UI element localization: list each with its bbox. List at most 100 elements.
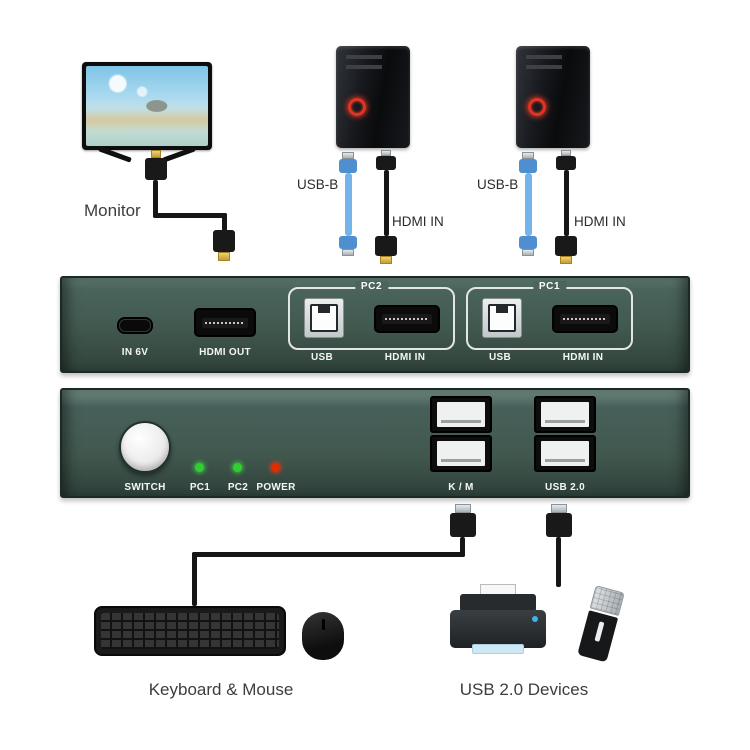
usb-plug-tip — [455, 504, 471, 513]
pc1-hdmi-in-label: HDMI IN — [562, 352, 604, 363]
usb-devices-caption: USB 2.0 Devices — [459, 680, 589, 699]
usb20-cable-segment — [556, 537, 561, 587]
hdmi-out-label: HDMI OUT — [199, 347, 251, 358]
pc2-usb-b-port — [304, 298, 344, 338]
monitor-illustration — [82, 62, 212, 150]
usb-plug-body — [519, 159, 537, 173]
km-usb-port-2 — [430, 435, 492, 472]
monitor-cable-segment — [153, 180, 158, 218]
usb-b-plug-top — [519, 152, 537, 173]
usb-b-cable — [525, 173, 532, 236]
printer-output-paper — [472, 644, 524, 654]
printer-illustration — [450, 584, 546, 656]
pc2-led — [233, 463, 242, 472]
dc-in-label: IN 6V — [121, 347, 149, 358]
hdmi-cable-label: HDMI IN — [574, 214, 626, 229]
usb20-port-2 — [534, 435, 596, 472]
usb-b-cable-label: USB-B — [477, 177, 519, 192]
pc2-hdmi-in-port — [374, 305, 440, 333]
keyboard-illustration — [94, 606, 286, 656]
dc-in-port — [117, 317, 153, 334]
pc2-group-title: PC2 — [354, 281, 389, 292]
monitor-cable-segment — [153, 213, 227, 218]
hdmi-plug-body — [213, 230, 235, 252]
usb-b-plug-bottom — [339, 236, 357, 256]
hdmi-plug-body — [375, 236, 397, 256]
usb-plug-tip — [522, 152, 534, 159]
kvm-front-panel: SWITCH PC1 PC2 POWER K / M USB 2.0 — [60, 388, 690, 498]
power-led — [271, 463, 280, 472]
hdmi-plug-tip — [561, 150, 571, 156]
pc2-port-group: PC2 — [288, 281, 455, 350]
usb20-port-1 — [534, 396, 596, 433]
pc1-group-title: PC1 — [532, 281, 567, 292]
usb-plug-body — [546, 513, 572, 537]
pc2-hdmi-in-label: HDMI IN — [384, 352, 426, 363]
usb-plug-tip — [551, 504, 567, 513]
pc2-led-label: PC2 — [227, 482, 249, 493]
hdmi-plug-tip — [380, 256, 392, 264]
pc-tower-left — [336, 46, 410, 148]
hdmi-plug-body — [376, 156, 396, 170]
hdmi-plug-tip — [218, 252, 230, 261]
hdmi-plug-body — [145, 158, 167, 180]
hdmi-plug-tip — [560, 256, 572, 264]
pc1-port-group: PC1 — [466, 281, 633, 350]
pc1-usb-label: USB — [488, 352, 511, 363]
pc2-usb-label: USB — [310, 352, 333, 363]
pc1-led — [195, 463, 204, 472]
hdmi-plug-top — [376, 150, 396, 170]
usb-plug-tip — [342, 249, 354, 256]
hdmi-out-port — [194, 308, 256, 337]
km-usb-plug — [450, 504, 476, 537]
usb-b-cable-label: USB-B — [297, 177, 339, 192]
hdmi-cable-label: HDMI IN — [392, 214, 444, 229]
switch-button — [119, 421, 171, 473]
usb-plug-body — [450, 513, 476, 537]
tower-fan-light — [528, 98, 546, 116]
hdmi-plug-monitor-end — [145, 150, 167, 180]
usb-b-plug-top — [339, 152, 357, 173]
km-cable-segment — [460, 537, 465, 557]
tower-fan-light — [348, 98, 366, 116]
hdmi-plug-tip — [151, 150, 161, 158]
usb-drive-body — [577, 610, 619, 663]
usb-plug-body — [339, 159, 357, 173]
printer-status-light — [532, 616, 538, 622]
kvm-rear-panel: IN 6V HDMI OUT PC2 USB HDMI IN PC1 USB H… — [60, 276, 690, 373]
hdmi-cable — [384, 170, 389, 236]
usb-b-plug-bottom — [519, 236, 537, 256]
switch-label: SWITCH — [124, 482, 166, 493]
pc1-usb-b-port — [482, 298, 522, 338]
hdmi-plug-body — [555, 236, 577, 256]
monitor-caption: Monitor — [84, 201, 141, 220]
mouse-illustration — [302, 612, 344, 660]
usb-flash-drive-illustration — [577, 585, 627, 663]
power-led-label: POWER — [256, 482, 296, 493]
km-usb-port-1 — [430, 396, 492, 433]
hdmi-plug-body — [556, 156, 576, 170]
tower-drive-bays — [346, 55, 382, 71]
usb-plug-tip — [522, 249, 534, 256]
hdmi-plug-top — [556, 150, 576, 170]
monitor-screen — [86, 66, 208, 146]
usb-plug-tip — [342, 152, 354, 159]
usb20-usb-plug — [546, 504, 572, 537]
pc-tower-right — [516, 46, 590, 148]
tower-drive-bays — [526, 55, 562, 71]
hdmi-plug-tip — [381, 150, 391, 156]
usb-b-cable — [345, 173, 352, 236]
usb-plug-body — [519, 236, 537, 249]
km-label: K / M — [448, 482, 474, 493]
printer-top-lid — [460, 594, 536, 612]
hdmi-plug-bottom — [375, 236, 397, 264]
hdmi-cable — [564, 170, 569, 236]
pc1-led-label: PC1 — [189, 482, 211, 493]
km-cable-segment — [192, 552, 465, 557]
km-cable-segment — [192, 552, 197, 606]
usb-plug-body — [339, 236, 357, 249]
pc1-hdmi-in-port — [552, 305, 618, 333]
hdmi-plug-bottom — [555, 236, 577, 264]
keyboard-mouse-caption: Keyboard & Mouse — [148, 680, 294, 699]
printer-body — [450, 610, 546, 648]
